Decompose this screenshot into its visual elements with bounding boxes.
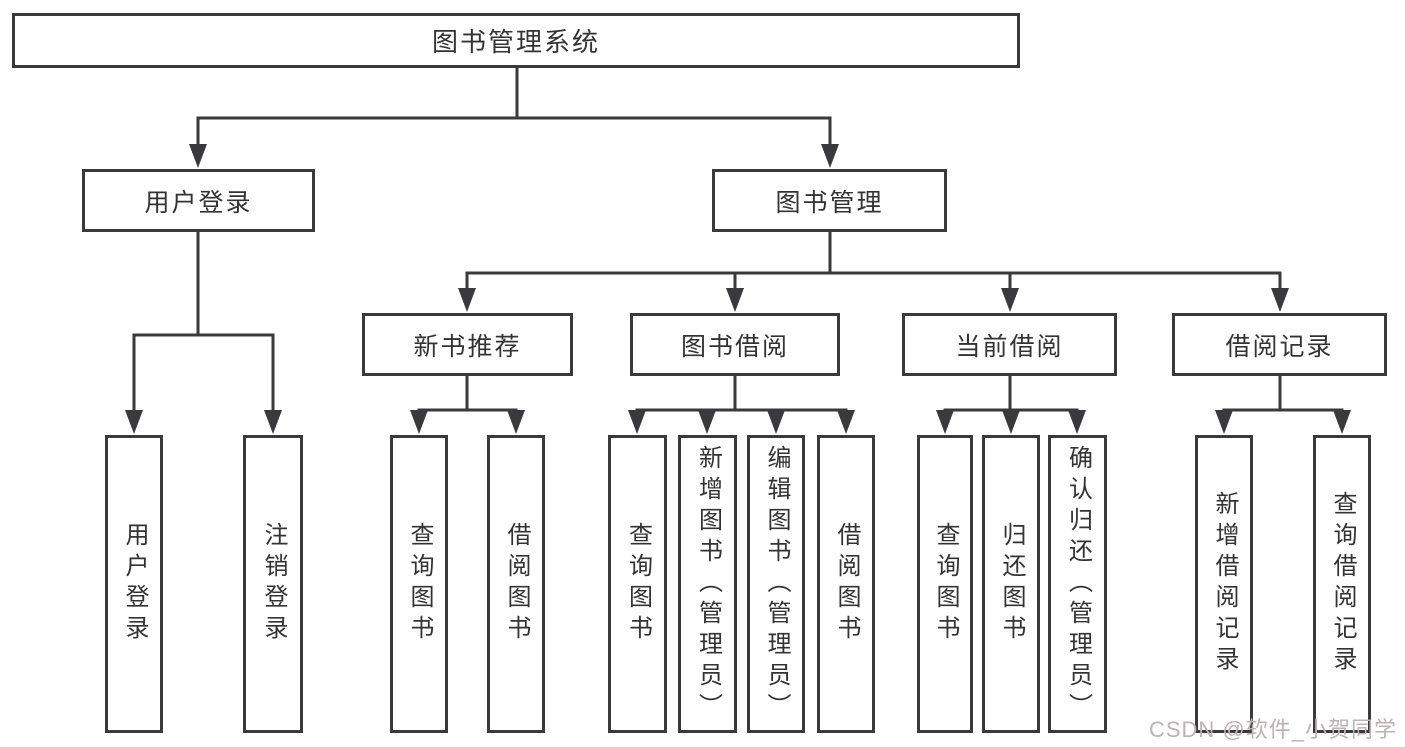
- node-label: 借阅记录: [1225, 332, 1334, 361]
- leaf-borrow-books-recommend: 借阅图书: [487, 435, 545, 733]
- connector-recommend-to-leaves: [410, 374, 525, 434]
- node-label: 图书管理: [775, 188, 884, 217]
- node-label: 当前借阅: [955, 332, 1064, 361]
- leaf-query-books-borrow: 查询图书: [608, 435, 667, 733]
- leaf-borrow-books: 借阅图书: [817, 435, 875, 733]
- csdn-watermark: CSDN @软件_小贺同学: [1148, 717, 1397, 742]
- node-label: 图书管理系统: [431, 27, 600, 57]
- leaf-add-book-admin: 新增图书（管理员）: [678, 435, 737, 733]
- leaf-confirm-return-admin: 确认归还（管理员）: [1048, 435, 1107, 733]
- node-label: 图书借阅: [680, 332, 789, 361]
- connector-current-to-leaves: [936, 374, 1086, 434]
- node-book-management: 图书管理: [712, 169, 947, 232]
- node-library-management-system: 图书管理系统: [12, 13, 1020, 68]
- leaf-query-books-current: 查询图书: [917, 435, 973, 733]
- node-book-borrow: 图书借阅: [630, 313, 840, 376]
- leaf-user-login: 用户登录: [105, 435, 163, 733]
- leaf-query-books-recommend: 查询图书: [390, 435, 448, 733]
- connector-mgmt-to-level3: [458, 230, 1289, 312]
- node-current-borrow: 当前借阅: [902, 313, 1117, 376]
- leaf-edit-book-admin: 编辑图书（管理员）: [747, 435, 805, 733]
- leaf-add-borrow-record: 新增借阅记录: [1195, 435, 1253, 733]
- connector-record-to-leaves: [1215, 374, 1351, 434]
- connector-login-to-leaves: [125, 230, 282, 434]
- connector-borrow-to-leaves: [628, 374, 855, 434]
- node-label: 新书推荐: [413, 332, 522, 361]
- node-label: 用户登录: [144, 188, 253, 217]
- node-borrow-record: 借阅记录: [1172, 313, 1387, 376]
- leaf-logout: 注销登录: [243, 435, 303, 733]
- node-new-book-recommend: 新书推荐: [362, 313, 573, 376]
- leaf-query-borrow-record: 查询借阅记录: [1313, 435, 1371, 733]
- connector-root-to-level2: [189, 66, 839, 168]
- leaf-return-book: 归还图书: [982, 435, 1040, 733]
- node-user-login: 用户登录: [82, 169, 315, 232]
